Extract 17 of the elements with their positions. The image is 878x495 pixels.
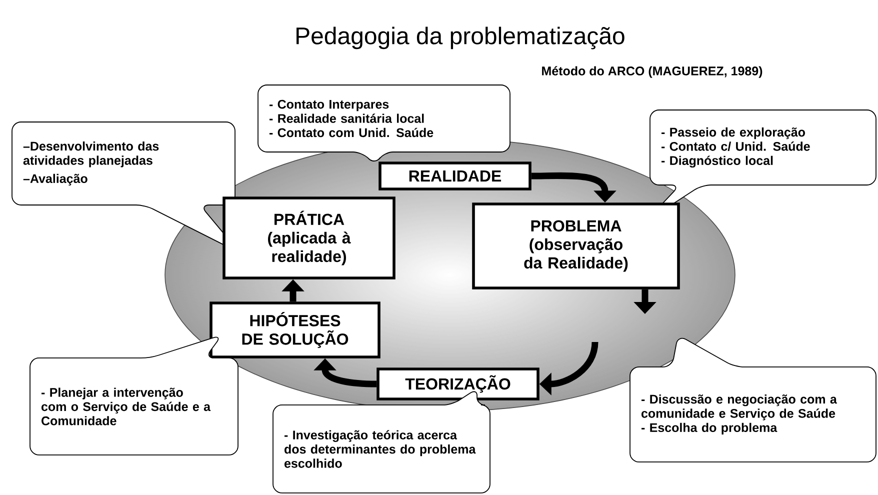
stage-box: PRÁTICA (aplicada à realidade) [222, 196, 396, 280]
node-label: - Passeio de exploração [661, 127, 805, 140]
stage-box: REALIDADE [378, 162, 532, 190]
node-label: - Investigação teórica acerca dos determinantes do problema escolhido [284, 430, 476, 468]
node-label: - Contato c/ Unid. Saúde [661, 142, 810, 151]
node-label: - Escolha do problema [641, 422, 778, 435]
stage-box: TEORIZAÇÃO [376, 368, 540, 400]
speech-bubble: - Planejar a intervenção com o Serviço de Saúde e a Comunidade [30, 336, 238, 456]
speech-bubble: –Desenvolvimento das atividades planejadas –Avaliação [12, 122, 237, 250]
stage-box: HIPÓTESES DE SOLUÇÃO [210, 302, 380, 358]
subtitle: Método do ARCO (MAGUEREZ, 1989) [542, 66, 762, 78]
title: Pedagogia da problematização [296, 26, 624, 50]
node-label: - Diagnóstico local [661, 156, 773, 168]
node-label: - Discussão e negociação com a comunidade e Serviço de Saúde [641, 394, 837, 420]
speech-bubble: - Discussão e negociação com a comunidade e Serviço de Saúde - Escolha do problema [630, 338, 876, 462]
speech-bubble: - Passeio de exploração - Contato c/ Unid. Saúde - Diagnóstico local [648, 110, 876, 220]
stage-box: PROBLEMA (observação da Realidade) [472, 202, 680, 290]
